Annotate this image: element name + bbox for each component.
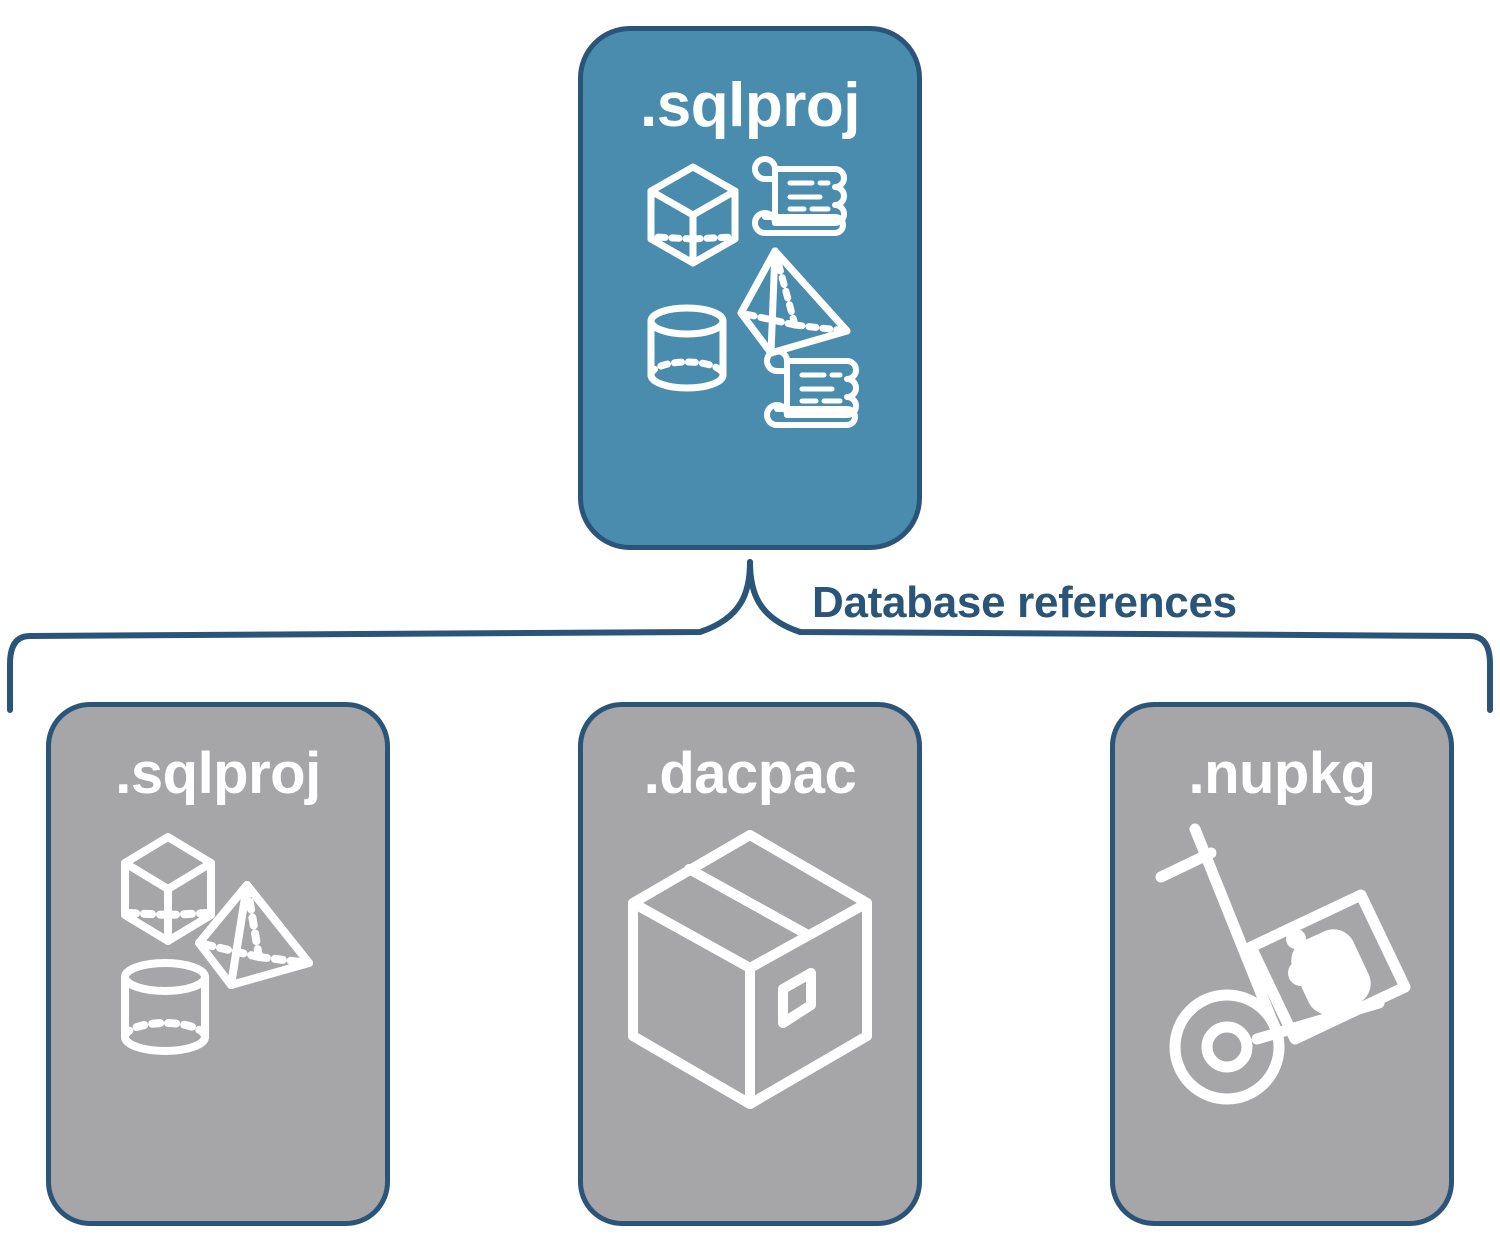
cube-wireframe-icon (647, 163, 739, 267)
brace-connector-svg (7, 559, 1493, 713)
parent-icon-group (583, 137, 917, 545)
cylinder-wireframe-icon (121, 959, 209, 1055)
card-child-dacpac[interactable]: .dacpac (578, 702, 922, 1226)
cylinder-wireframe-icon (647, 304, 727, 392)
cube-wireframe-icon (121, 833, 215, 945)
card-title-child-nupkg: .nupkg (1188, 741, 1376, 806)
shipping-box-icon-svg (628, 830, 872, 1109)
child-sqlproj-icon-svg (121, 833, 313, 1055)
brace-connector (0, 548, 1500, 728)
pyramid-wireframe-icon (737, 247, 851, 357)
card-title-parent: .sqlproj (640, 71, 860, 140)
nuget-glyph (1285, 929, 1371, 1015)
scroll-script-icon (752, 156, 847, 236)
connector-label: Database references (812, 578, 1237, 627)
card-parent-sqlproj[interactable]: .sqlproj (578, 26, 922, 550)
hand-truck-package-icon-svg (1155, 823, 1410, 1105)
card-title-child-dacpac: .dacpac (643, 741, 857, 806)
card-title-child-sqlproj: .sqlproj (115, 741, 321, 806)
pyramid-wireframe-icon (195, 881, 313, 989)
child-nupkg-icon-group (1115, 803, 1449, 1221)
child-dacpac-icon-group (583, 803, 917, 1221)
hand-truck-package-icon (1155, 823, 1410, 1105)
child-sqlproj-icon-group (51, 803, 385, 1221)
card-child-nupkg[interactable]: .nupkg (1110, 702, 1454, 1226)
scroll-script-icon (764, 348, 859, 428)
brace-left-half (7, 559, 753, 713)
shipping-box-icon (628, 830, 872, 1109)
card-child-sqlproj[interactable]: .sqlproj (46, 702, 390, 1226)
parent-icon-svg (647, 156, 859, 428)
